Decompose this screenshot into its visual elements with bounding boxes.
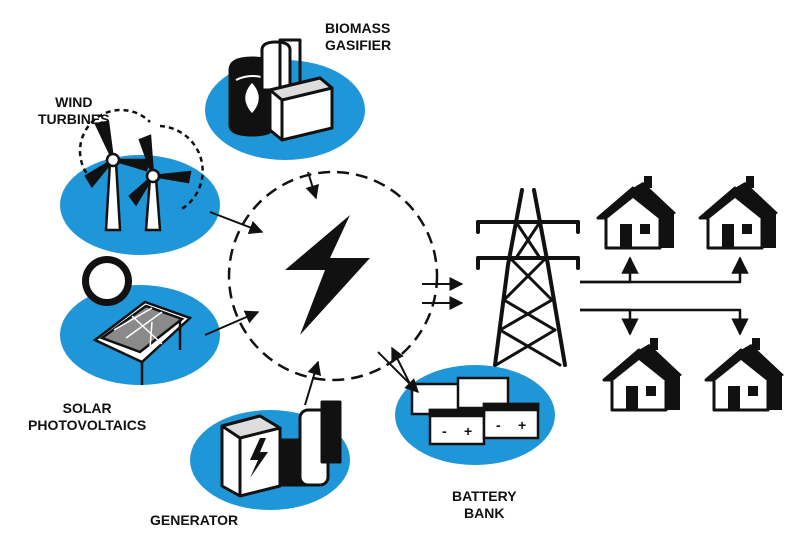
generator-label-line1: GENERATOR xyxy=(150,512,239,528)
generator-label: GENERATOR xyxy=(150,512,238,529)
wind-label: WIND TURBINES xyxy=(38,94,110,128)
battery-terminal-plus: + xyxy=(518,417,526,433)
generator-icon xyxy=(220,400,342,498)
solar-panel-icon xyxy=(92,300,193,385)
battery-terminal-minus: - xyxy=(442,423,447,439)
battery-terminal-plus: + xyxy=(464,423,472,439)
arrow-battery-to-hub xyxy=(391,346,413,389)
biomass-label-line1: BIOMASS xyxy=(325,20,391,36)
wind-turbines-icon xyxy=(78,108,204,232)
arrow-solar-to-hub xyxy=(204,310,260,336)
house-icon xyxy=(596,174,678,250)
house-icon xyxy=(602,336,684,412)
lightning-bolt-icon xyxy=(285,215,370,335)
battery-label-line1: BATTERY xyxy=(452,488,517,504)
line-to-house-1 xyxy=(580,256,639,284)
line-to-house-3 xyxy=(580,308,639,336)
arrow-wind-to-hub xyxy=(209,211,264,235)
battery-label: BATTERY BANK xyxy=(452,488,517,522)
solar-label-line1: SOLAR xyxy=(62,400,112,416)
house-icon xyxy=(698,174,780,250)
transmission-tower-icon xyxy=(476,188,580,367)
battery-label-line2: BANK xyxy=(464,505,505,521)
line-to-house-2 xyxy=(580,256,749,284)
leaf-icon xyxy=(245,83,259,113)
sun-icon xyxy=(82,256,132,306)
biomass-gasifier-icon xyxy=(228,38,334,142)
arrow-generator-to-hub xyxy=(304,360,322,406)
solar-label: SOLAR PHOTOVOLTAICS xyxy=(28,400,146,434)
biomass-label: BIOMASS GASIFIER xyxy=(325,20,391,54)
energy-hub-circle xyxy=(227,170,439,382)
wind-label-line1: WIND xyxy=(55,94,93,110)
line-to-house-4 xyxy=(580,308,749,336)
biomass-label-line2: GASIFIER xyxy=(325,37,392,53)
battery-bank-icon: - + - + xyxy=(410,376,540,446)
solar-label-line2: PHOTOVOLTAICS xyxy=(28,417,147,433)
battery-terminal-minus: - xyxy=(496,417,501,433)
arrow-biomass-to-hub xyxy=(305,171,319,200)
house-icon xyxy=(704,336,786,412)
wind-label-line2: TURBINES xyxy=(38,111,110,127)
